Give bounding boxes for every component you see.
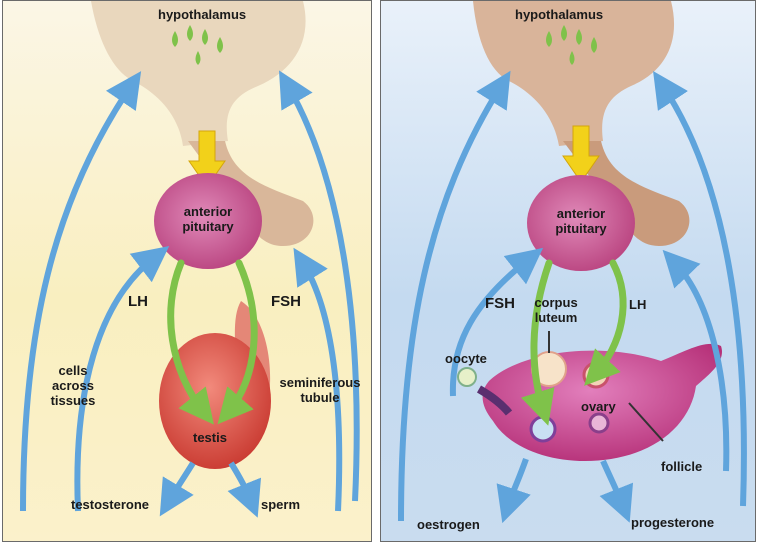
sperm-arrow	[231, 463, 251, 501]
male-panel: hypothalamus anterior pituitary LH FSH c…	[2, 0, 372, 542]
hypothalamus-label: hypothalamus	[515, 7, 603, 22]
testosterone-arrow	[169, 463, 193, 501]
hypothalamus-tissue	[473, 1, 674, 146]
oestrogen-label: oestrogen	[417, 517, 480, 532]
hypothalamus-tissue	[91, 1, 306, 146]
cells-across-tissues-label: cells across tissues	[43, 363, 103, 408]
follicle-shape-2	[531, 417, 555, 441]
follicle-shape-3	[590, 414, 608, 432]
testosterone-label: testosterone	[71, 497, 149, 512]
sperm-label: sperm	[261, 497, 300, 512]
anterior-pituitary-label: anterior pituitary	[541, 206, 621, 236]
oestrogen-arrow	[508, 459, 526, 506]
testis-label: testis	[193, 430, 227, 445]
corpus-luteum-label: corpus luteum	[531, 295, 581, 325]
progesterone-arrow	[603, 461, 623, 506]
feedback-arrow-outer-right	[663, 86, 744, 506]
lh-label: LH	[128, 293, 148, 310]
oocyte-label: oocyte	[445, 351, 487, 366]
hypothalamus-label: hypothalamus	[158, 7, 246, 22]
seminiferous-tubule-label: seminiferous tubule	[271, 375, 369, 405]
progesterone-label: progesterone	[631, 515, 714, 530]
female-panel: hypothalamus anterior pituitary FSH corp…	[380, 0, 756, 542]
lh-label: LH	[629, 297, 646, 312]
ovary-label: ovary	[581, 399, 616, 414]
anterior-pituitary-label: anterior pituitary	[168, 204, 248, 234]
fsh-label: FSH	[271, 293, 301, 310]
follicle-label: follicle	[661, 459, 702, 474]
oocyte-cell	[458, 368, 476, 386]
male-diagram-art	[3, 1, 372, 542]
fsh-label: FSH	[485, 295, 515, 312]
